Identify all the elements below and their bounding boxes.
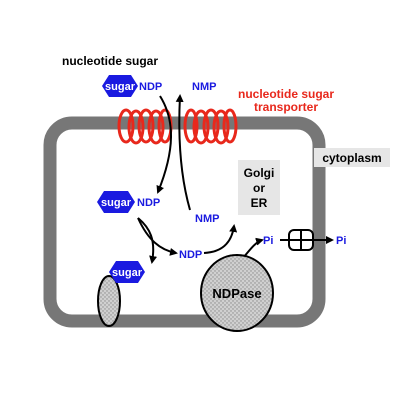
transporter-left-coil — [117, 108, 173, 145]
ndp-label-product: NDP — [179, 249, 202, 261]
organelle-membrane — [43, 116, 326, 328]
organelle-label-line3: ER — [251, 196, 268, 210]
pi-label-inside: Pi — [263, 235, 273, 247]
organelle-label-box — [238, 160, 280, 215]
sugar-label-acceptor: sugar — [112, 267, 143, 279]
organelle-label-line1: Golgi — [244, 166, 275, 180]
ndp-label-inside: NDP — [137, 197, 160, 209]
pi-label-outside: Pi — [336, 235, 346, 247]
sugar-hexagon-inside — [97, 191, 135, 213]
flow-arrows — [137, 94, 334, 269]
arrow-ndp-release — [137, 217, 178, 256]
ndpase-label: NDPase — [212, 286, 261, 301]
cytoplasm-label-box — [314, 148, 390, 167]
cytoplasm-label: cytoplasm — [322, 151, 381, 165]
transporter-right-coil — [183, 108, 238, 145]
transporter-label-line2: transporter — [254, 100, 318, 114]
acceptor-protein — [97, 275, 121, 327]
arrow-transfer-to-acceptor — [137, 217, 158, 264]
sugar-label-inside: sugar — [101, 197, 132, 209]
sugar-hexagon-outside — [102, 75, 138, 97]
transporter-label-line1: nucleotide sugar — [238, 87, 334, 101]
nmp-label-inside: NMP — [195, 213, 219, 225]
arrow-nucleotide-import — [156, 95, 172, 194]
arrow-nmp-export — [175, 94, 191, 211]
ndp-label-outside: NDP — [139, 81, 162, 93]
sugar-label-outside: sugar — [105, 81, 136, 93]
ndpase-enzyme — [200, 254, 274, 332]
nucleotide-sugar-label: nucleotide sugar — [62, 54, 158, 68]
organelle-label-line2: or — [253, 181, 265, 195]
sugar-hexagon-acceptor — [109, 261, 145, 283]
nmp-label-outside: NMP — [192, 81, 216, 93]
arrow-ndp-to-nmp — [203, 224, 238, 254]
